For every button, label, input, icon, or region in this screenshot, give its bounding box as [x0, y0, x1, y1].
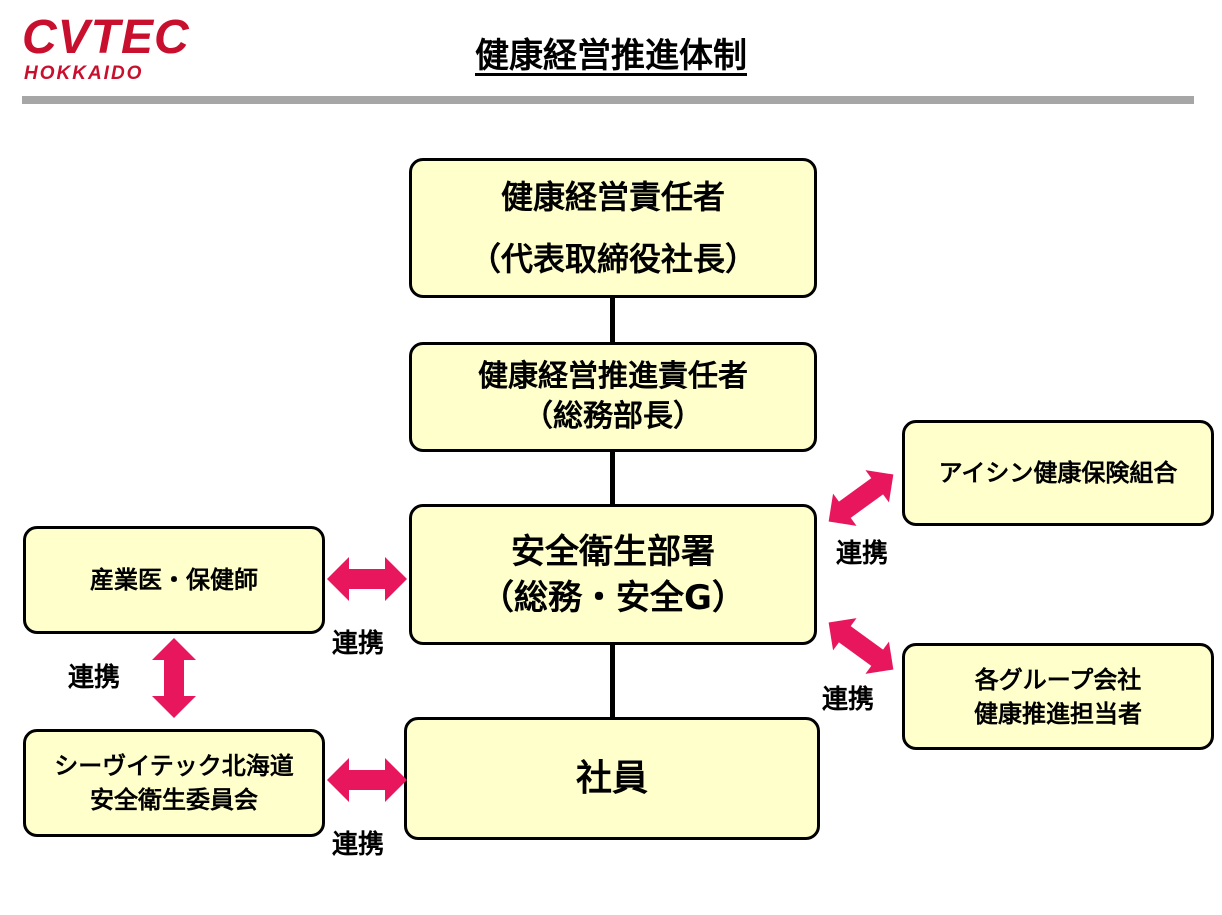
logo-main-text: CVTEC [22, 11, 190, 64]
connector-promoter-safety [610, 451, 615, 505]
arrow-doctor-safety [327, 557, 407, 601]
arrow-group-safety [828, 618, 894, 674]
link-label-committee-employees: 連携 [332, 830, 385, 860]
box-occupational-doctor: 産業医・保健師 [23, 526, 325, 634]
link-label-group-safety: 連携 [822, 685, 875, 715]
arrow-committee-employees [327, 758, 407, 802]
arrow-doctor-committee [152, 638, 196, 718]
box-safety-line1: 安全衛生部署 [511, 531, 715, 572]
link-label-insurance-safety: 連携 [836, 539, 889, 569]
box-safety-line2: （総務・安全G） [480, 577, 746, 618]
connector-ceo-promoter [610, 297, 615, 343]
box-group-companies: 各グループ会社 健康推進担当者 [902, 643, 1214, 750]
box-group-line1: 各グループ会社 [974, 665, 1142, 694]
box-insurance-line1: アイシン健康保険組合 [938, 459, 1178, 487]
link-label-doctor-committee: 連携 [68, 663, 121, 693]
box-promoter-line2: （総務部長） [523, 399, 703, 434]
box-ceo-line1: 健康経営責任者 [500, 178, 725, 216]
box-doctor-line1: 産業医・保健師 [90, 566, 258, 594]
page-title: 健康経営推進体制 [475, 36, 747, 76]
box-committee-line1: シーヴイテック北海道 [54, 752, 294, 780]
header-divider [22, 96, 1194, 104]
box-ceo-line2: （代表取締役社長） [468, 240, 757, 278]
company-logo: CVTEC HOKKAIDO [22, 12, 197, 92]
box-health-promotion-officer: 健康経営推進責任者 （総務部長） [409, 342, 817, 452]
box-safety-committee: シーヴイテック北海道 安全衛生委員会 [23, 729, 325, 837]
box-safety-department: 安全衛生部署 （総務・安全G） [409, 504, 817, 645]
box-committee-line2: 安全衛生委員会 [90, 786, 258, 814]
box-promoter-line1: 健康経営推進責任者 [478, 359, 748, 394]
box-group-line2: 健康推進担当者 [974, 699, 1142, 728]
box-health-management-officer: 健康経営責任者 （代表取締役社長） [409, 158, 817, 298]
box-health-insurance-union: アイシン健康保険組合 [902, 420, 1214, 526]
link-label-doctor-safety: 連携 [332, 629, 385, 659]
box-employees-line1: 社員 [575, 757, 648, 799]
box-employees: 社員 [404, 717, 820, 840]
logo-sub-text: HOKKAIDO [24, 63, 144, 84]
connector-safety-employees [610, 644, 615, 718]
arrow-insurance-safety [828, 470, 894, 526]
